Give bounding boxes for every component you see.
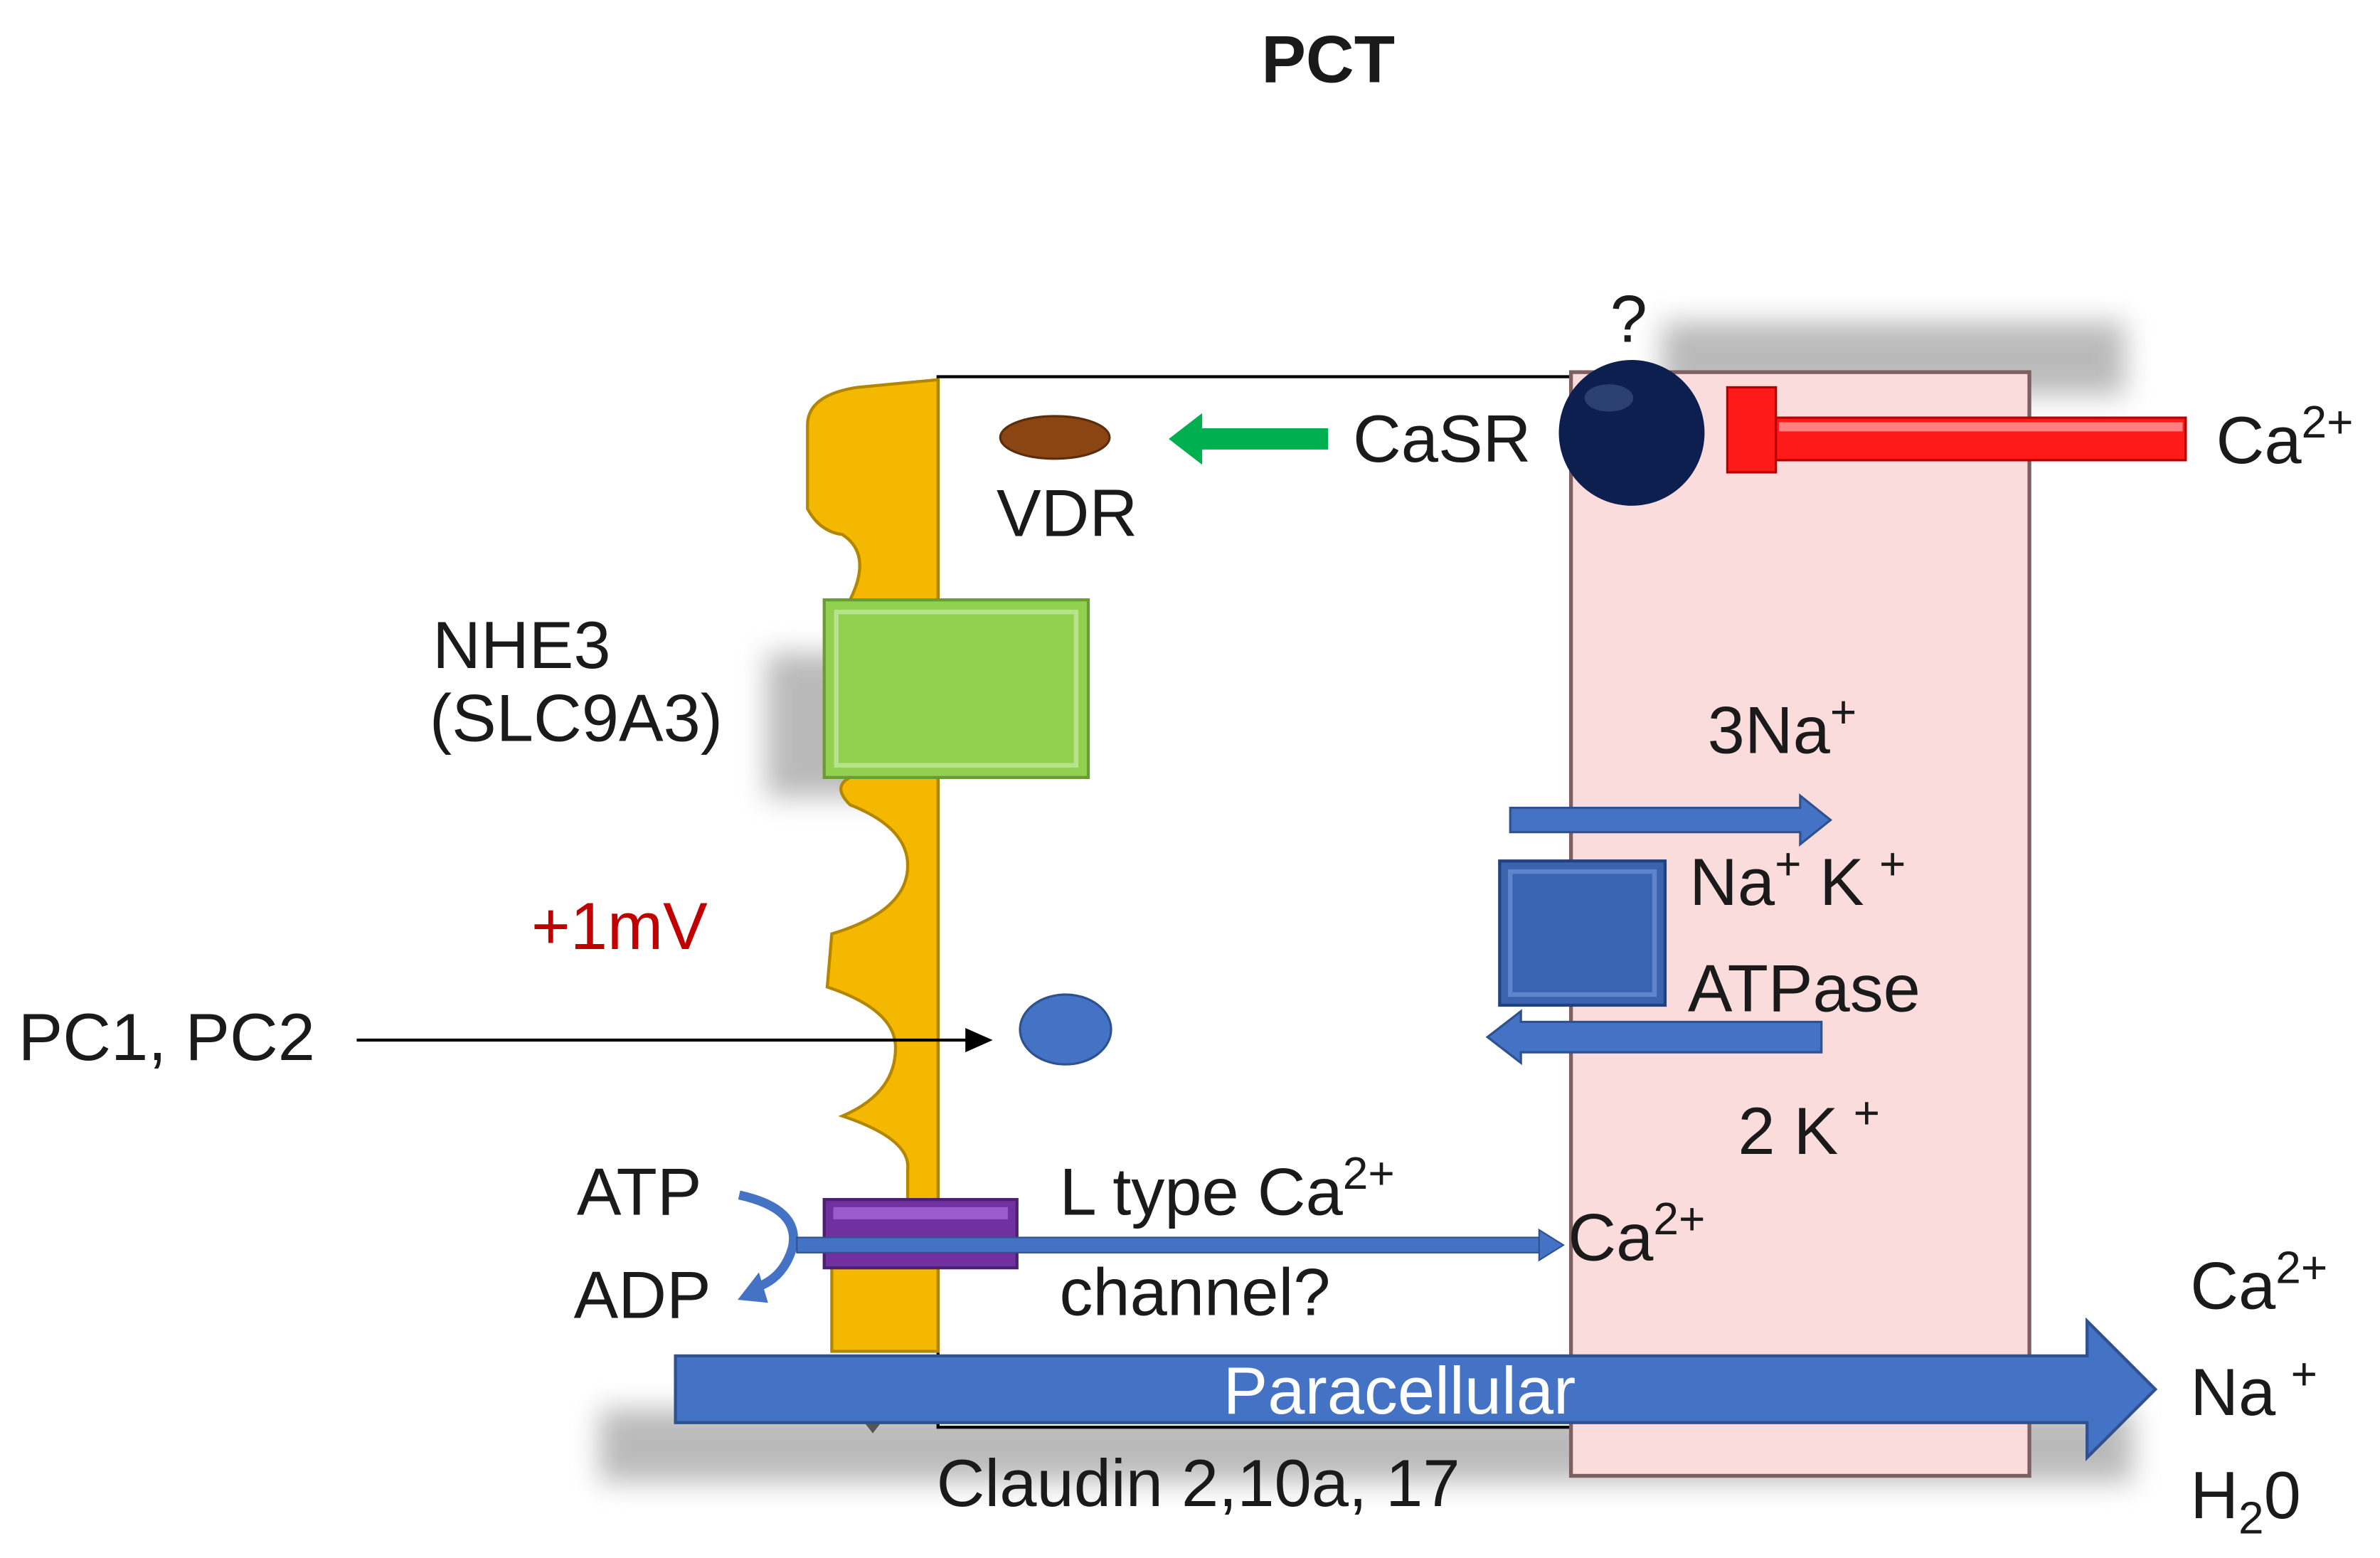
atp-label: ATP xyxy=(577,1154,702,1229)
output-calcium: Ca2+ xyxy=(2190,1241,2327,1323)
na-k-label: Na+K+ xyxy=(1689,838,1906,919)
channel-label: channel? xyxy=(1059,1254,1330,1329)
calcium-entry-arrowhead xyxy=(1538,1228,1565,1262)
paracellular-arrow xyxy=(674,1317,2158,1462)
output-water: H20 xyxy=(2190,1458,2301,1543)
calcium-entry-arrow xyxy=(796,1236,1542,1254)
sodium-out-arrow xyxy=(1509,793,1833,847)
output-sodium: Na+ xyxy=(2190,1348,2317,1429)
l-type-channel-highlight xyxy=(833,1207,1008,1219)
nhe3-transporter xyxy=(822,598,1090,780)
atp-hydrolysis-arrowhead xyxy=(738,1272,768,1303)
claudin-label: Claudin 2,10a, 17 xyxy=(937,1446,1460,1520)
intracellular-calcium-label: Ca2+ xyxy=(1568,1193,1705,1274)
unknown-mark: ? xyxy=(1610,281,1647,356)
diagram-title: PCT xyxy=(1261,22,1395,97)
two-potassium-label: 2 K+ xyxy=(1738,1087,1880,1168)
potassium-in-arrow xyxy=(1485,1009,1823,1066)
nhe3-label: NHE3 xyxy=(432,608,610,682)
pc-arrowhead xyxy=(965,1027,993,1053)
l-type-label: L type Ca2+ xyxy=(1059,1148,1394,1229)
vdr-ellipse xyxy=(999,415,1111,460)
luminal-calcium-label: Ca2+ xyxy=(2216,396,2354,477)
na-k-atpase-pump xyxy=(1498,859,1667,1007)
pc-label: PC1, PC2 xyxy=(18,1000,315,1074)
three-sodium-label: 3Na+ xyxy=(1708,686,1857,767)
casr-receptor xyxy=(1558,360,1705,506)
atpase-label: ATPase xyxy=(1688,950,1921,1025)
vdr-label: VDR xyxy=(997,476,1137,551)
transepithelial-potential: +1mV xyxy=(531,889,708,963)
calcium-inhibition-bar xyxy=(1726,386,2187,474)
adp-label: ADP xyxy=(574,1258,711,1332)
paracellular-label: Paracellular xyxy=(1223,1353,1576,1428)
casr-label: CaSR xyxy=(1353,401,1531,476)
atp-hydrolysis-arrow xyxy=(738,1190,798,1292)
nhe3-gene-label: (SLC9A3) xyxy=(430,681,723,756)
casr-highlight xyxy=(1584,384,1634,412)
casr-to-vdr-arrow xyxy=(1169,413,1329,465)
polycystin-ellipse xyxy=(1019,993,1112,1066)
